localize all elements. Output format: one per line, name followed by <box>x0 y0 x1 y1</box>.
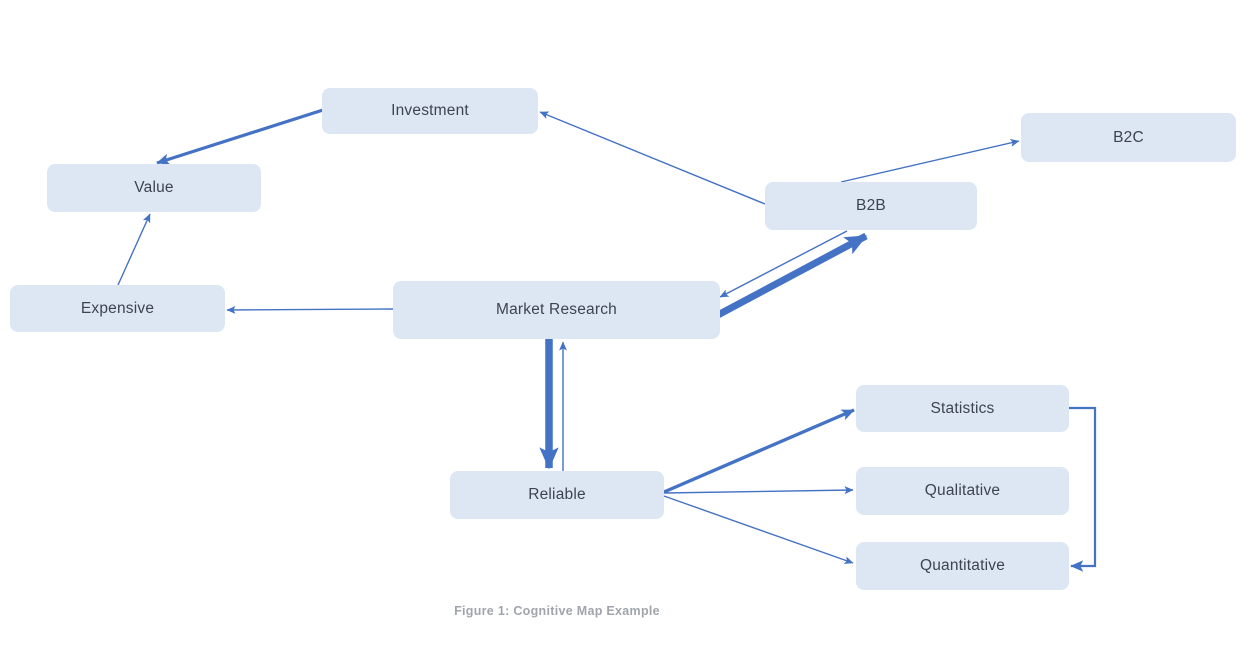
node-label-b2b: B2B <box>856 197 886 214</box>
edge-b2b-to-investment <box>539 111 766 205</box>
edge-investment-to-value <box>156 108 324 165</box>
edge-reliable-to-statistics <box>663 408 855 494</box>
node-investment[interactable]: Investment <box>322 88 538 134</box>
node-b2c[interactable]: B2C <box>1021 113 1236 162</box>
node-label-investment: Investment <box>391 102 469 119</box>
node-label-qualitative: Qualitative <box>924 482 1001 499</box>
edge-market-research-to-b2b <box>714 232 868 320</box>
node-label-expensive: Expensive <box>80 299 155 317</box>
node-label-reliable: Reliable <box>528 486 586 503</box>
node-expensive[interactable]: Expensive <box>10 285 225 332</box>
node-qualitative[interactable]: Qualitative <box>856 467 1069 515</box>
edge-b2b-to-market-research <box>719 230 848 298</box>
edge-reliable-to-quantitative <box>663 495 854 564</box>
node-reliable[interactable]: Reliable <box>450 471 664 519</box>
node-market-research[interactable]: Market Research <box>393 281 720 339</box>
node-statistics[interactable]: Statistics <box>856 385 1069 432</box>
node-value[interactable]: Value <box>47 164 261 212</box>
node-label-quantitative: Quantitative <box>919 557 1006 574</box>
figure-caption: Figure 1: Cognitive Map Example <box>454 604 660 618</box>
edge-statistics-to-quantitative <box>1069 406 1097 572</box>
edge-reliable-to-qualitative <box>663 486 854 495</box>
edge-b2b-to-b2c <box>840 139 1020 183</box>
node-label-statistics: Statistics <box>930 399 995 417</box>
node-label-market-research: Market Research <box>495 301 617 318</box>
edge-market-research-to-expensive <box>226 305 394 314</box>
node-label-value: Value <box>134 179 174 196</box>
node-quantitative[interactable]: Quantitative <box>856 542 1069 590</box>
node-b2b[interactable]: B2B <box>765 182 977 230</box>
edge-expensive-to-value <box>117 213 151 286</box>
node-label-b2c: B2C <box>1113 128 1144 146</box>
